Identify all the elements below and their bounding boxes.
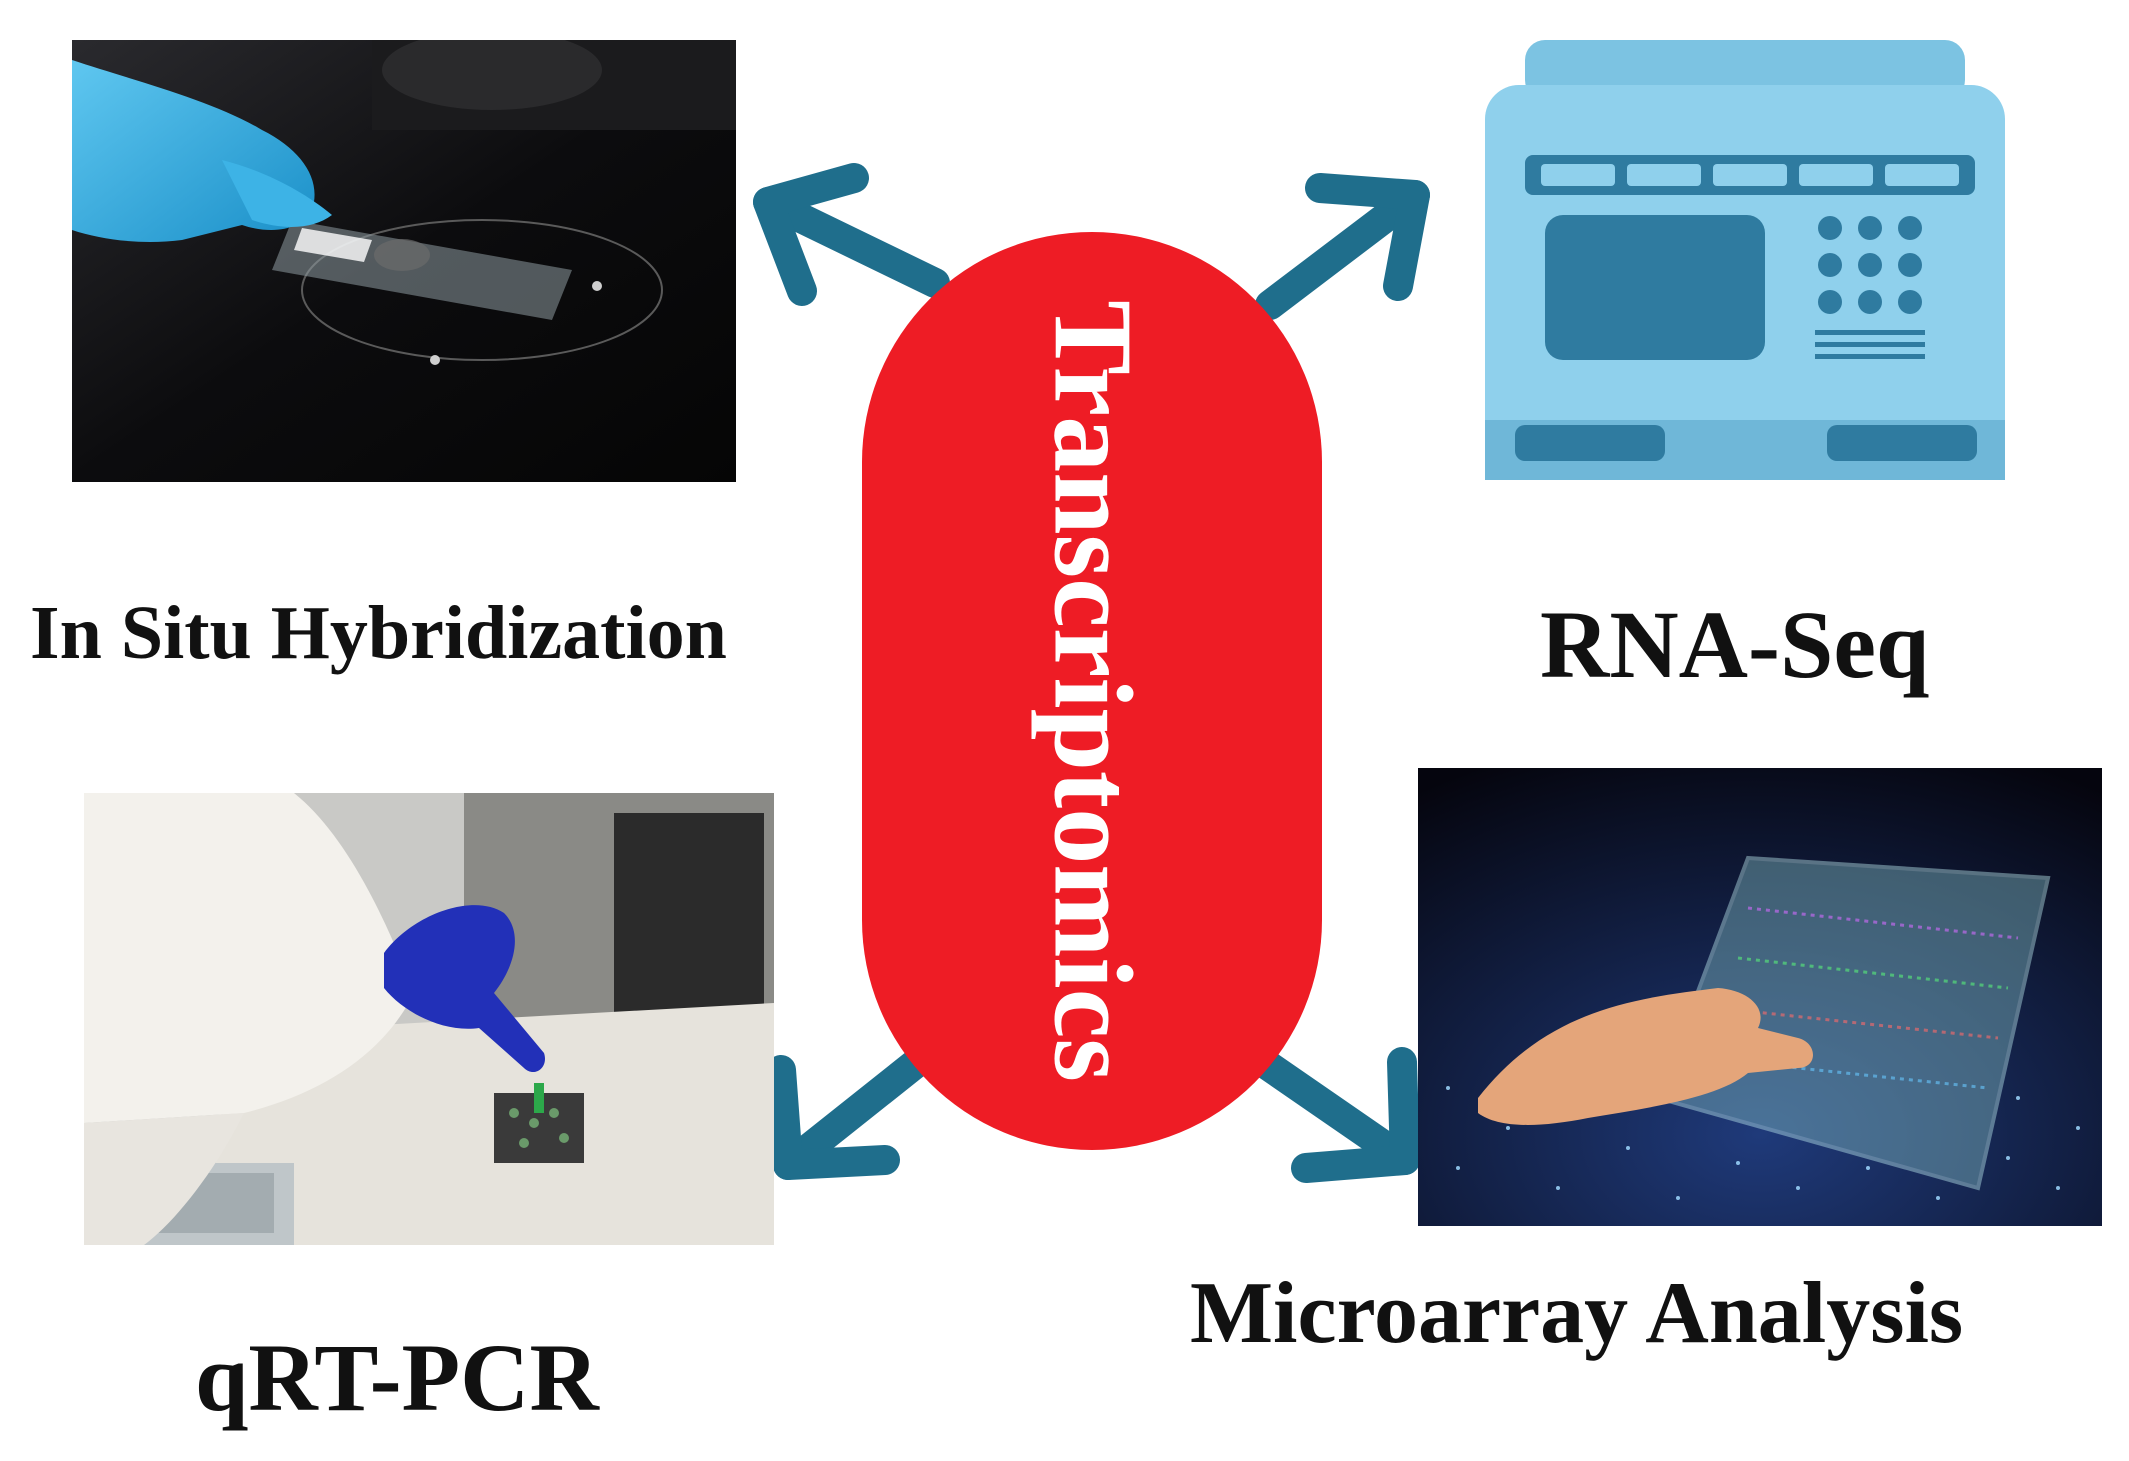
arrow-to-in-situ-hybridization xyxy=(753,163,950,306)
rna-seq-label: RNA-Seq xyxy=(1540,591,1930,698)
center-title: Transcriptomics xyxy=(1030,300,1155,1082)
arrow-to-rna-seq xyxy=(1255,173,1430,320)
qrt-pcr-label: qRT-PCR xyxy=(195,1324,599,1431)
in-situ-hybridization-image xyxy=(72,40,736,482)
arrow-to-qrt-pcr xyxy=(766,1045,935,1180)
arrow-to-microarray-analysis xyxy=(1245,1045,1420,1183)
microarray-analysis-image xyxy=(1418,768,2102,1226)
transcriptomics-pill: Transcriptomics xyxy=(862,232,1322,1150)
microarray-analysis-label: Microarray Analysis xyxy=(1190,1265,1964,1362)
rna-seq-sequencer-icon xyxy=(1475,40,2015,500)
in-situ-hybridization-label: In Situ Hybridization xyxy=(30,591,727,675)
qrt-pcr-image xyxy=(84,793,774,1245)
